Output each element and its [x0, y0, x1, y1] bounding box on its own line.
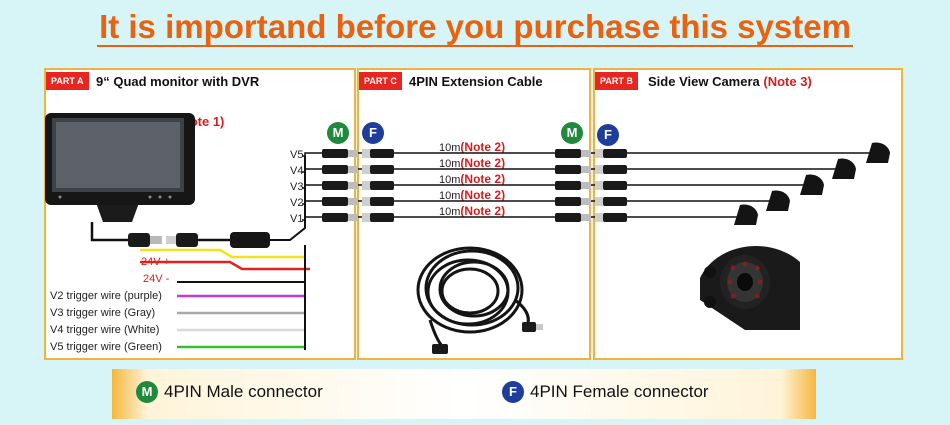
legend-female-label: 4PIN Female connector [530, 382, 709, 401]
cable-length-v5: 10m(Note 2) [439, 140, 506, 154]
connector-row-camera [555, 149, 627, 222]
power-negative-label: 24V - [143, 273, 170, 285]
channel-label-v2: V2 [290, 197, 304, 209]
part-a-tag: PART A [46, 72, 89, 90]
channel-label-v3: V3 [290, 181, 304, 193]
female-connector-marker-camera: F [597, 124, 619, 146]
channel-label-v1: V1 [290, 213, 304, 225]
part-c-tag: PART C [359, 72, 402, 90]
legend-female-marker: F [502, 381, 524, 403]
male-connector-marker-cable: M [561, 122, 583, 144]
connector-row-monitor [322, 149, 394, 222]
cable-length-v4: 10m(Note 2) [439, 156, 506, 170]
male-connector-marker-monitor: M [327, 122, 349, 144]
panel-b-title: Side View Camera (Note 3) [648, 74, 812, 89]
part-b-tag: PART B [595, 72, 638, 90]
cable-coil-illustration [416, 246, 530, 350]
panel-c-title: 4PIN Extension Cable [409, 74, 543, 89]
power-wires [140, 245, 310, 350]
cable-length-v1: 10m(Note 2) [439, 204, 506, 218]
trigger-label-v3: V3 trigger wire (Gray) [50, 307, 156, 319]
cable-length-v3: 10m(Note 2) [439, 172, 506, 186]
cable-length-v2: 10m(Note 2) [439, 188, 506, 202]
connector-legend: M 4PIN Male connector F 4PIN Female conn… [112, 369, 816, 419]
channel-label-v5: V5 [290, 149, 304, 161]
panel-a-title: 9“ Quad monitor with DVR [96, 74, 260, 89]
legend-male-marker: M [136, 381, 158, 403]
female-connector-marker-cable: F [362, 122, 384, 144]
trigger-label-v2: V2 trigger wire (purple) [50, 290, 162, 302]
monitor-illustration [45, 113, 195, 222]
page-title: It is importand before you purchase this… [97, 8, 853, 47]
small-camera-group [734, 142, 890, 225]
trigger-label-v4: V4 trigger wire (White) [50, 324, 160, 336]
legend-male-label: 4PIN Male connector [164, 382, 323, 401]
channel-label-v4: V4 [290, 165, 304, 177]
trigger-label-v5: V5 trigger wire (Green) [50, 341, 162, 353]
large-camera-illustration [700, 245, 800, 330]
